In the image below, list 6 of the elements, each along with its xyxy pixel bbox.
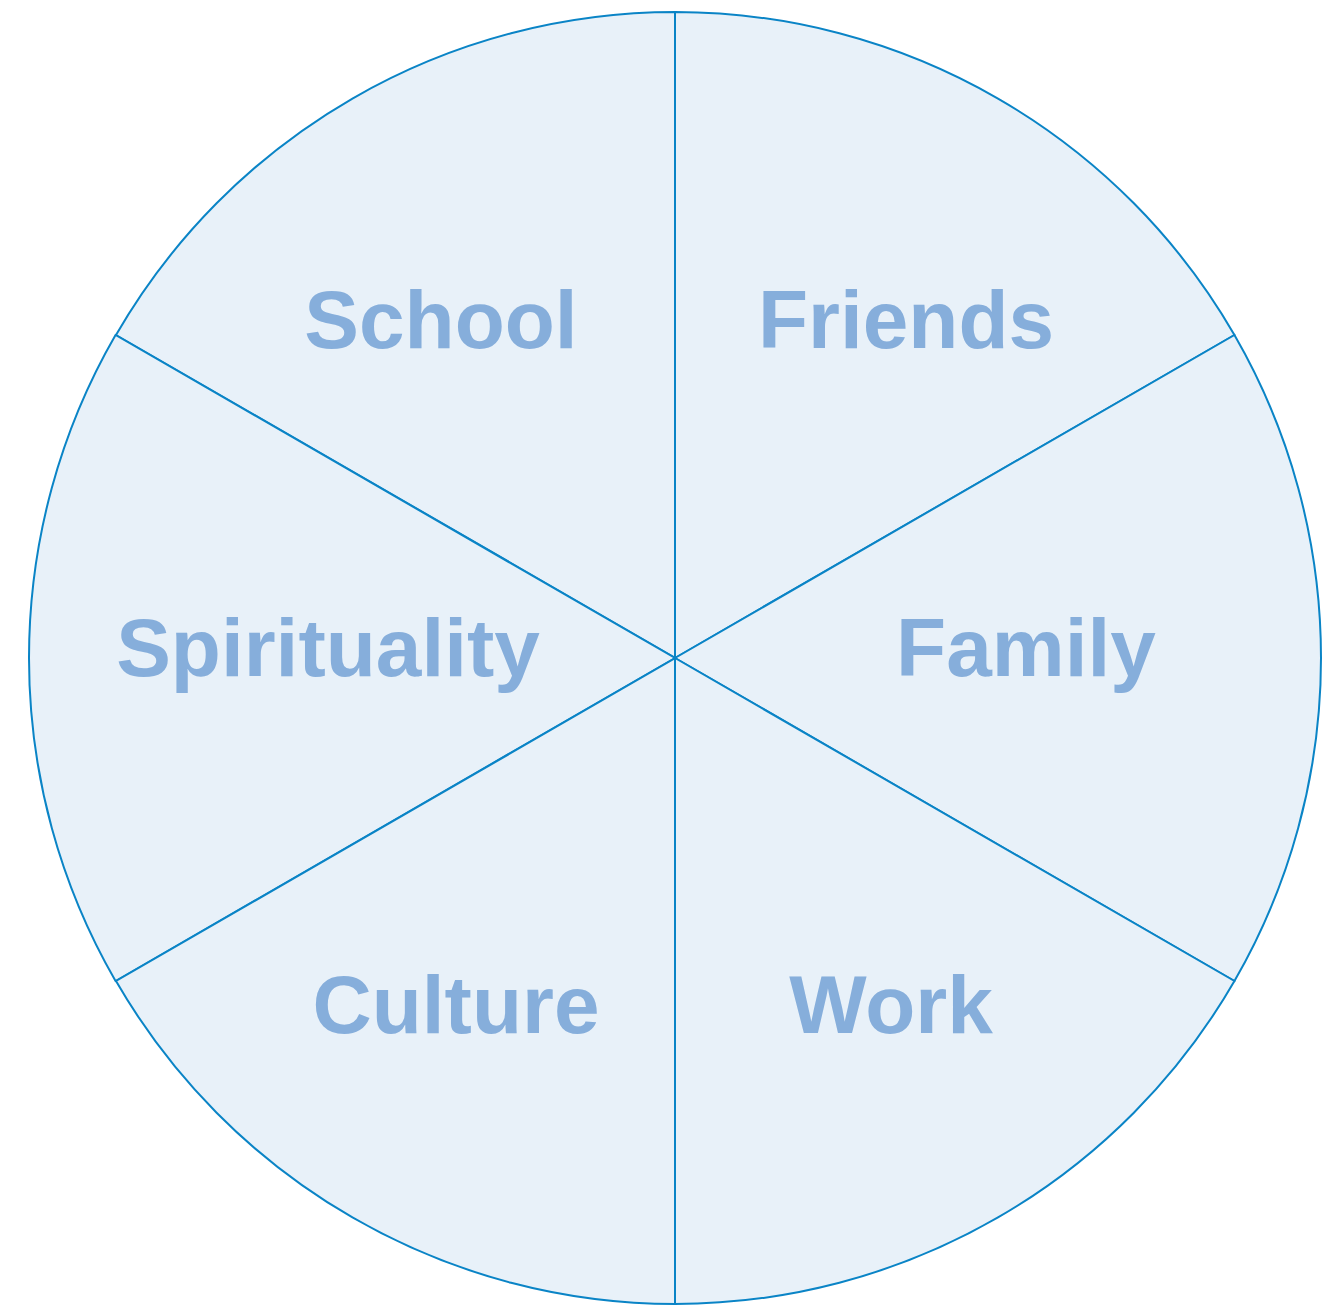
sector-label: School [304, 273, 578, 367]
sector-label: Culture [312, 958, 600, 1052]
sector-label: Work [789, 958, 993, 1052]
sector-label: Spirituality [116, 601, 540, 695]
sector-label: Family [896, 601, 1156, 695]
sector-label: Friends [757, 273, 1055, 367]
